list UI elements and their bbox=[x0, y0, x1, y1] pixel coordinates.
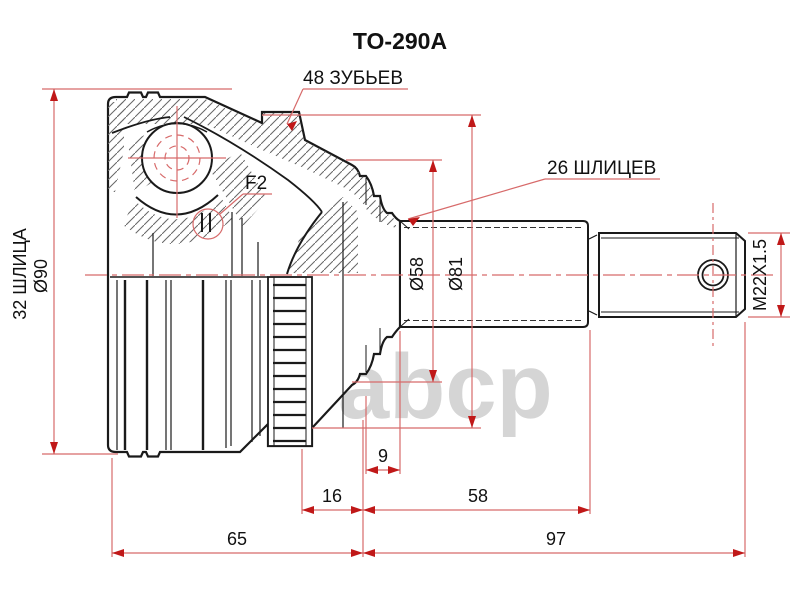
dim-65: 65 bbox=[227, 529, 247, 549]
label-inner-splines: 32 ШЛИЦА bbox=[10, 228, 30, 320]
dim-97: 97 bbox=[546, 529, 566, 549]
detail-circle bbox=[192, 208, 224, 240]
boot-grooves bbox=[116, 178, 381, 450]
cavity-edges bbox=[110, 202, 344, 428]
spline-shaft bbox=[399, 220, 598, 328]
dim-9: 9 bbox=[378, 446, 388, 466]
label-dia-ring: Ø81 bbox=[446, 257, 466, 291]
label-groove-detail: F2 bbox=[245, 173, 267, 194]
dimension-arrows bbox=[50, 89, 785, 557]
leader-outer-splines bbox=[407, 178, 546, 220]
label-teeth: 48 ЗУБЬЕВ bbox=[303, 68, 403, 89]
dimension-lines bbox=[42, 88, 790, 557]
hatching bbox=[108, 99, 396, 273]
label-dia-boot: Ø58 bbox=[407, 257, 427, 291]
label-thread: M22X1.5 bbox=[750, 239, 770, 311]
dim-58: 58 bbox=[468, 486, 488, 506]
leader-teeth bbox=[286, 88, 304, 125]
abs-ring bbox=[267, 276, 313, 447]
leader-groove bbox=[219, 193, 244, 215]
label-outer-splines: 26 ШЛИЦЕВ bbox=[547, 158, 656, 179]
snap-ring bbox=[201, 213, 211, 232]
dim-16: 16 bbox=[322, 486, 342, 506]
label-dia-housing: Ø90 bbox=[31, 259, 51, 293]
ball-centerlines bbox=[128, 106, 226, 218]
part-number-title: TO-290A bbox=[353, 28, 447, 54]
